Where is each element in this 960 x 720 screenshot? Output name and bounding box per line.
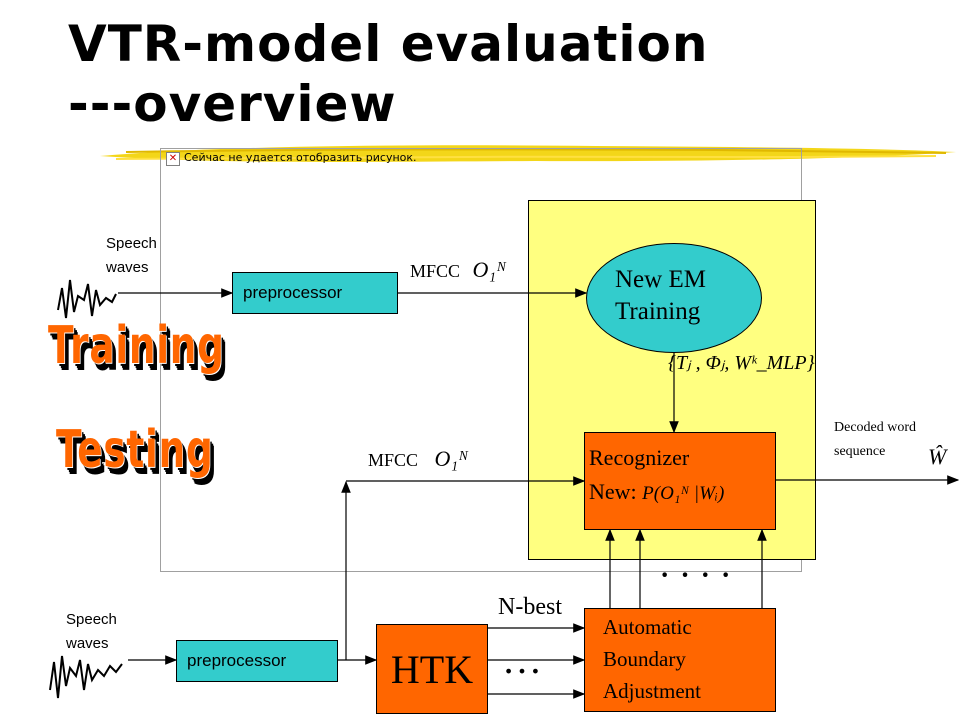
preprocessor-bottom-box: preprocessor [176,640,338,682]
recognizer-box: Recognizer New: P(O₁ᴺ |Wᵢ) [584,432,776,530]
observation-bottom-formula: O₁ᴺ [434,446,469,471]
mfcc-top-label: MFCC O₁ᴺ [410,257,507,282]
htk-ellipsis: … [502,637,542,682]
speech-waves-bottom-label: Speech waves [66,611,117,652]
decoded-sequence-label: Decoded word sequence [834,420,917,459]
broken-image-icon: ✕ [166,152,180,166]
testing-word: Testing [56,420,214,480]
slide-title: VTR-model evaluation ---overview [68,14,708,134]
boundary-adjustment-box: Automatic Boundary Adjustment [584,608,776,712]
recognizer-formula: P(O₁ᴺ |Wᵢ) [642,483,725,504]
htk-box: HTK [376,624,488,714]
dots-ellipsis: · · · · [660,560,733,591]
decoded-symbol: Ŵ [928,444,947,469]
speech-waveform-top-icon [57,279,117,319]
title-line-2: ---overview [68,75,397,133]
em-training-node: New EM Training [586,243,762,353]
nbest-label: N-best [498,594,562,620]
title-line-1: VTR-model evaluation [68,15,709,73]
brush-underline [100,145,956,162]
speech-waves-top-label: Speech waves [106,235,157,276]
preprocessor-top-box: preprocessor [232,272,398,314]
parameter-set-formula: {Tⱼ , Φⱼ, Wᵏ_MLP} [668,352,815,374]
mfcc-bottom-label: MFCC O₁ᴺ [368,446,469,471]
training-word: Training [48,316,225,376]
speech-waveform-bottom-icon [49,655,123,699]
broken-image-message: Сейчас не удается отобразить рисунок. [184,151,417,164]
observation-top-formula: O₁ᴺ [472,257,507,282]
